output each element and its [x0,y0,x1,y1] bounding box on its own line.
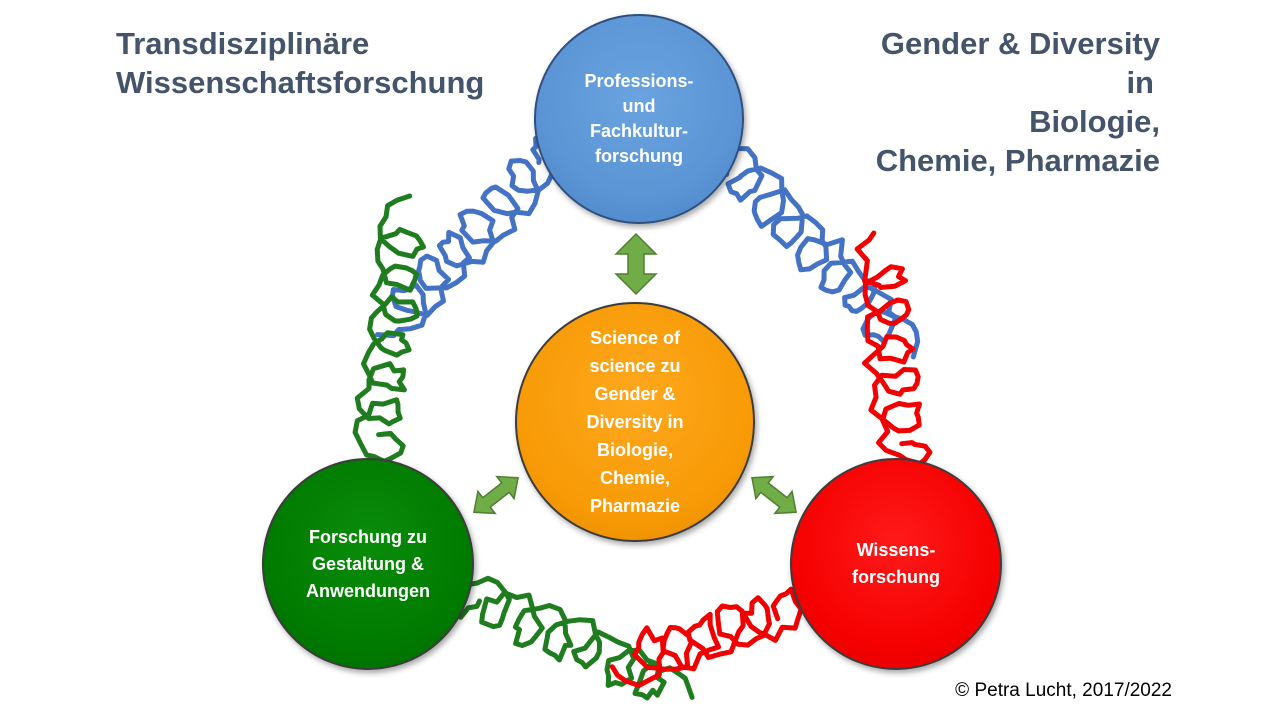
circle-science-of-science: Science of science zu Gender & Diversity… [515,302,755,542]
circle-left-line: Anwendungen [306,580,430,601]
circle-top-line: und [622,96,656,116]
circle-top-line: Professions- [584,71,694,91]
title-right-line: Chemie, Pharmazie [875,143,1160,178]
scribble-bottom-right-red [609,586,804,689]
circle-left-line: Gestaltung & [311,553,424,574]
circle-right-line: Wissens- [856,540,936,560]
circle-left-label: Forschung zu Gestaltung & Anwendungen [306,524,430,605]
circle-center-line: Biologie, [596,440,673,460]
circle-center-line: Science of [589,328,681,348]
circle-top-line: forschung [595,146,683,166]
scribble-top-left-blue [375,133,562,339]
title-right-line: Gender & Diversity [880,26,1160,61]
scribble-left-up-green [352,193,426,464]
circle-wissensforschung: Wissens- forschung [790,458,1002,670]
arrow-right-center-icon [751,475,797,515]
title-right-line: Biologie, [1029,104,1160,139]
circle-center-line: Gender & [594,384,676,404]
title-left: Transdisziplinäre Wissenschaftsforschung [116,24,484,102]
circle-center-line: Diversity in [586,412,684,432]
scribble-top-right-blue [703,142,921,360]
title-left-line: Wissenschaftsforschung [116,65,485,100]
scribble-right-up-red [854,230,933,467]
circle-forschung-gestaltung-anwendungen: Forschung zu Gestaltung & Anwendungen [262,458,474,670]
arrow-left-center-icon [473,475,519,515]
circle-left-line: Forschung zu [309,526,427,547]
circle-right-label: Wissens- forschung [852,537,940,591]
copyright-note: © Petra Lucht, 2017/2022 [955,680,1172,701]
title-left-line: Transdisziplinäre [116,26,370,61]
circle-center-line: science zu [589,356,681,376]
circle-professions-fachkulturforschung: Professions- und Fachkultur- forschung [534,14,744,224]
title-right: Gender & Diversity in Biologie, Chemie, … [830,24,1160,180]
circle-center-line: Pharmazie [589,496,681,516]
arrow-top-center-icon [614,232,658,296]
circle-top-line: Fachkultur- [589,121,688,141]
circle-top-label: Professions- und Fachkultur- forschung [584,69,693,169]
scribble-bottom-left-green [451,575,695,701]
title-right-line: in [1126,65,1154,100]
circle-center-label: Science of science zu Gender & Diversity… [586,324,683,520]
circle-right-line: forschung [852,567,940,587]
circle-center-line: Chemie, [599,468,670,488]
